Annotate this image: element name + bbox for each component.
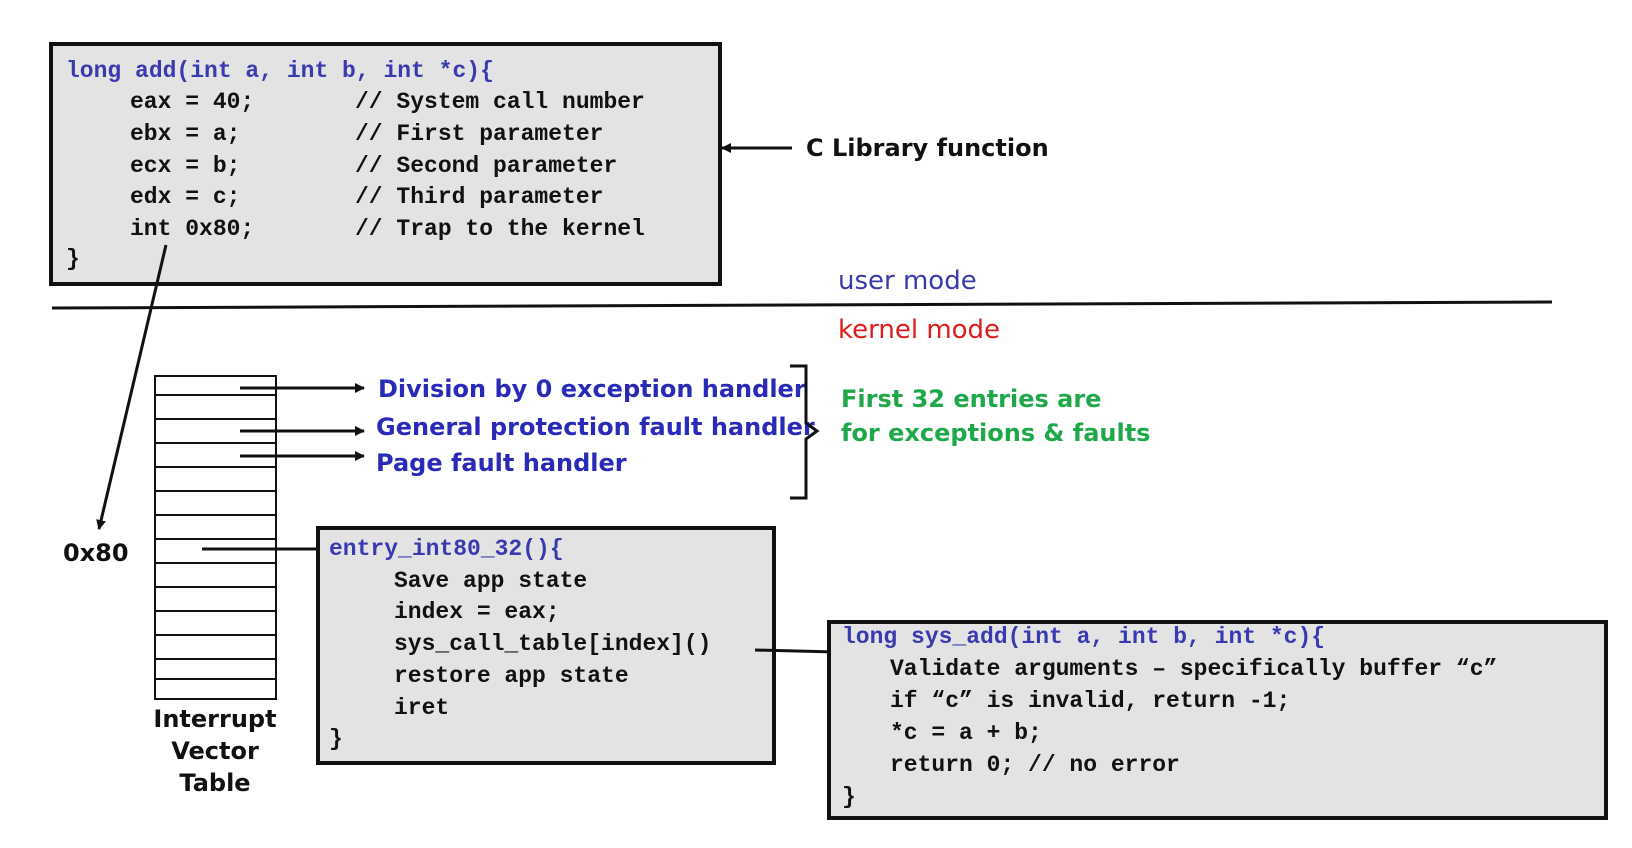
library-footer: } bbox=[66, 246, 80, 272]
entry-line: iret bbox=[394, 695, 449, 721]
vector-0x80-label: 0x80 bbox=[63, 539, 129, 567]
library-code-line: eax = 40; bbox=[130, 89, 254, 115]
library-function-box: long add(int a, int b, int *c){ eax = 40… bbox=[49, 42, 722, 286]
ivt-frame bbox=[154, 375, 277, 700]
kernel-mode-label: kernel mode bbox=[838, 315, 1000, 345]
entry-line: restore app state bbox=[394, 663, 629, 689]
sys-add-box: long sys_add(int a, int b, int *c){ Vali… bbox=[827, 620, 1608, 820]
sys-add-header: long sys_add(int a, int b, int *c){ bbox=[842, 624, 1325, 650]
sys-add-line: return 0; // no error bbox=[890, 752, 1180, 778]
trap-arrow bbox=[96, 244, 168, 530]
sys-add-footer: } bbox=[842, 784, 856, 810]
mode-divider bbox=[51, 300, 1553, 310]
library-header: long add(int a, int b, int *c){ bbox=[66, 58, 494, 84]
library-box-frame bbox=[49, 42, 722, 286]
entry-line: sys_call_table[index]() bbox=[394, 631, 711, 657]
entry-footer: } bbox=[329, 726, 343, 752]
exceptions-bracket bbox=[790, 364, 820, 500]
syscall-dispatch-arrow bbox=[754, 646, 837, 657]
library-comment: // Second parameter bbox=[355, 153, 617, 179]
library-comment: // Third parameter bbox=[355, 184, 603, 210]
library-label: C Library function bbox=[806, 134, 1049, 162]
ivt-rows bbox=[155, 394, 276, 680]
sys-add-line: Validate arguments – specifically buffer… bbox=[890, 656, 1497, 682]
library-code-line: int 0x80; bbox=[130, 216, 254, 242]
entry-line: Save app state bbox=[394, 568, 587, 594]
handler-division-by-zero: Division by 0 exception handler bbox=[378, 375, 806, 403]
library-comment: // Trap to the kernel bbox=[355, 216, 645, 242]
entry-box-frame bbox=[316, 526, 776, 765]
exceptions-note-line-1: First 32 entries are bbox=[841, 385, 1101, 413]
library-code-line: ecx = b; bbox=[130, 153, 240, 179]
entry-header: entry_int80_32(){ bbox=[329, 536, 564, 562]
sys-add-line: *c = a + b; bbox=[890, 720, 1042, 746]
sys-add-box-frame bbox=[827, 620, 1608, 820]
library-code-line: ebx = a; bbox=[130, 121, 240, 147]
library-code-line: edx = c; bbox=[130, 184, 240, 210]
interrupt-vector-table bbox=[154, 375, 277, 700]
library-comment: // System call number bbox=[355, 89, 645, 115]
handler-general-protection: General protection fault handler bbox=[376, 413, 815, 441]
entry-line: index = eax; bbox=[394, 599, 560, 625]
handler-page-fault: Page fault handler bbox=[376, 449, 627, 477]
user-mode-label: user mode bbox=[838, 266, 977, 296]
ivt-caption-line-2: Vector bbox=[171, 737, 259, 765]
ivt-caption-line-3: Table bbox=[179, 769, 250, 797]
library-comment: // First parameter bbox=[355, 121, 603, 147]
exceptions-note-line-2: for exceptions & faults bbox=[841, 419, 1150, 447]
ivt-caption-line-1: Interrupt bbox=[153, 705, 276, 733]
sys-add-line: if “c” is invalid, return -1; bbox=[890, 688, 1290, 714]
entry-handler-box: entry_int80_32(){ Save app state index =… bbox=[316, 526, 776, 765]
